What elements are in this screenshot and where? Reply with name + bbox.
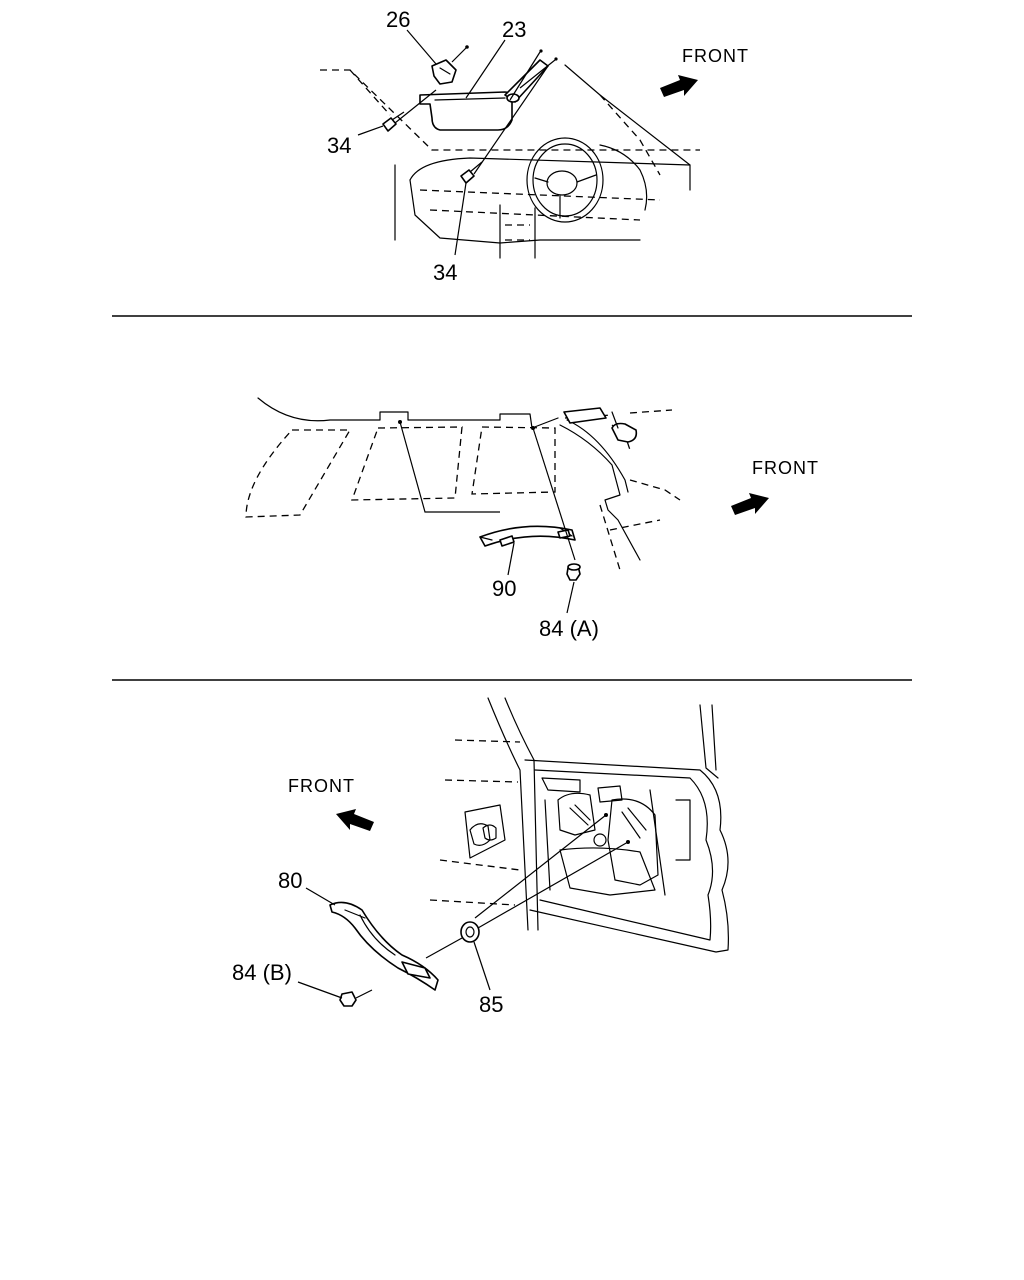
front-label: FRONT xyxy=(288,776,355,796)
roof-line xyxy=(257,397,559,429)
callout-screw-a: 84 (A) xyxy=(539,616,599,641)
a-pillar-line xyxy=(564,64,691,191)
vent-outlet xyxy=(464,804,506,859)
inner-opening-left xyxy=(557,792,596,836)
callout-grip: 90 xyxy=(492,576,516,601)
panel-assist-grip: 90 84 (A) FRONT xyxy=(245,397,819,641)
callout-screw-b: 84 (B) xyxy=(232,960,292,985)
callout-nut: 85 xyxy=(479,992,503,1017)
pillar-trim xyxy=(559,424,641,561)
screw-84b xyxy=(339,989,373,1007)
rear-door-window xyxy=(351,426,463,501)
b-pillar xyxy=(487,697,529,931)
front-arrow-icon xyxy=(731,493,769,515)
front-arrow-icon xyxy=(660,75,698,97)
callout-screw-bottom: 34 xyxy=(433,260,457,285)
callout-handle: 80 xyxy=(278,868,302,893)
panel-sun-visor: 26 23 34 34 FRONT xyxy=(320,7,749,285)
visor-holder xyxy=(431,45,469,85)
callout-holder: 26 xyxy=(386,7,410,32)
rear-quarter-window xyxy=(245,429,352,518)
front-label: FRONT xyxy=(752,458,819,478)
a-pillar xyxy=(699,704,719,779)
steering-wheel xyxy=(526,137,604,223)
screw-84a xyxy=(566,563,581,581)
door-outline xyxy=(524,759,729,953)
rear-side-window xyxy=(471,426,556,495)
callout-screw-left: 34 xyxy=(327,133,351,158)
screw-34-bottom xyxy=(460,65,549,184)
front-label: FRONT xyxy=(682,46,749,66)
nut-85 xyxy=(460,921,480,943)
panel-door-handle: 80 84 (B) 85 FRONT xyxy=(232,697,729,1017)
roof-edge-dashed xyxy=(320,69,700,151)
inner-opening-right xyxy=(607,798,659,886)
callout-visor: 23 xyxy=(502,17,526,42)
assist-grip xyxy=(479,525,576,547)
front-arrow-icon xyxy=(336,809,374,831)
screw-34-left xyxy=(382,89,437,132)
dashboard xyxy=(394,144,691,259)
pull-handle xyxy=(329,901,439,991)
